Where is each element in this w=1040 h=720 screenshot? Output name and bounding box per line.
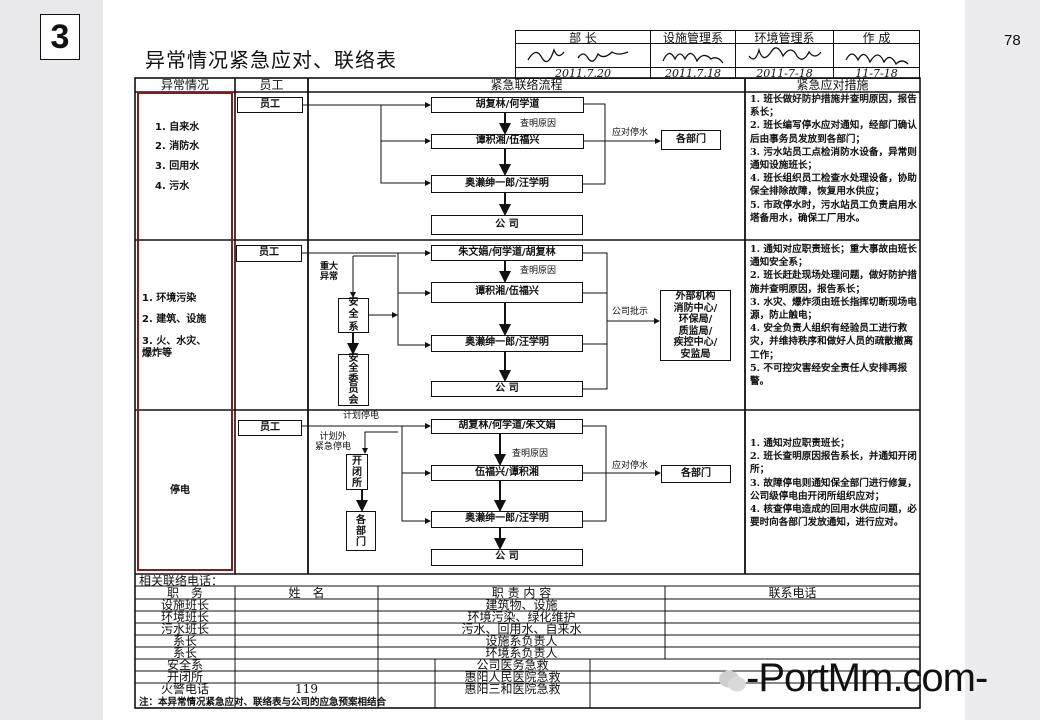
category-item: 停电: [170, 485, 190, 496]
table-border: [134, 77, 921, 709]
contact-duty: 设施系负责人: [485, 634, 558, 648]
contact-role: 系长: [172, 646, 197, 660]
col-header-situation: 异常情况: [160, 78, 209, 92]
category-item: 2. 建筑、设施: [142, 314, 207, 325]
category-item: 3. 回用水: [155, 161, 200, 172]
contact-role: 安全系: [166, 658, 203, 672]
flow-label: 计划外 紧急停电: [315, 432, 352, 453]
arrow: [397, 253, 431, 348]
measures-text: 1. 通知对应职责班长； 2. 班长查明原因报告系长，并通知开闭所； 3. 故障…: [750, 438, 917, 529]
contact-duty: 惠阳三和医院急救: [464, 682, 561, 696]
highlight-frame: [137, 92, 233, 571]
page-margin-left: [0, 0, 103, 720]
contact-duty: 环境系负责人: [485, 646, 558, 660]
category-item: 1. 环境污染: [142, 293, 197, 304]
contact-duty: 环境污染、绿化维护: [467, 610, 576, 624]
flow-box: 胡复林/何学道/朱文娟: [431, 419, 583, 434]
contacts-header: 联系电话: [768, 586, 817, 600]
safety-committee-box: 安 全 委 员 会: [338, 353, 369, 406]
target-box: 各部门: [661, 465, 731, 483]
arrow: [583, 252, 659, 390]
safety-dept-box: 安 全 系: [338, 297, 369, 333]
contacts-title: 相关联络电话：: [139, 574, 224, 588]
contact-role: 开闭所: [166, 670, 203, 684]
contacts-header: 职 务: [166, 586, 203, 600]
flow-label: 查明原因: [520, 266, 557, 276]
flow-box: 奥濑绅一郎/汪学明: [431, 335, 583, 352]
switch-room-box: 开 闭 所: [346, 454, 368, 490]
flow-box: 朱文娟/何学道/胡复林: [431, 245, 583, 261]
category-item: 1. 自来水: [155, 122, 200, 133]
target-box: 各部门: [661, 130, 721, 150]
flow-label: 计划停电: [343, 411, 380, 421]
contact-duty: 建筑物、设施: [485, 598, 558, 612]
external-agencies-box: 外部机构 消防中心/ 环保局/ 质监局/ 疾控中心/ 安监局: [660, 290, 731, 361]
flow-box: 奥濑绅一郎/汪学明: [431, 511, 583, 528]
flow-box-company: 公 司: [431, 381, 583, 397]
category-item: 2. 消防水: [155, 141, 200, 152]
contact-role: 火警电话: [160, 682, 209, 696]
measures-text: 1. 班长做好防护措施并查明原因，报告系长； 2. 班长编写停水应对通知，经部门…: [750, 94, 917, 224]
col-header-measures: 紧急应对措施: [796, 78, 869, 92]
category-item: 4. 污水: [155, 181, 190, 192]
arrow: [380, 105, 431, 186]
contact-role: 设施班长: [160, 598, 209, 612]
watermark: -PortMm.com-: [746, 656, 988, 700]
contact-role: 系长: [172, 634, 197, 648]
flow-box: 谭积湘/伍福兴: [431, 282, 583, 303]
contact-duty: 公司医务急救: [476, 658, 549, 672]
flow-label: 公司批示: [612, 307, 649, 317]
col-header-flow: 紧急联络流程: [490, 78, 563, 92]
flow-label: 查明原因: [520, 119, 557, 129]
page-number: 78: [1004, 32, 1021, 49]
contacts-header: 姓 名: [288, 586, 325, 600]
footnote: 注：本异常情况紧急应对、联络表与公司的应急预案相结合: [139, 697, 387, 708]
handwritten-signature: [844, 52, 908, 65]
flow-label: 查明原因: [512, 449, 549, 459]
wechat-icon: [719, 670, 746, 692]
arrow: [583, 425, 660, 522]
arrow: [362, 431, 398, 454]
staff-box: 员工: [236, 245, 302, 262]
flow-label: 应对停水: [612, 128, 649, 138]
contact-name: 119: [295, 682, 318, 696]
flow-box: 谭积湘/伍福兴: [431, 134, 584, 149]
staff-box: 员工: [238, 420, 302, 436]
staff-box: 员工: [237, 97, 303, 113]
flow-label: 重大 异常: [320, 262, 339, 283]
contacts-header: 职 责 内 容: [491, 586, 552, 600]
category-item: 3. 火、水灾、 爆炸等: [142, 336, 207, 359]
handwritten-signature: [747, 46, 822, 60]
handwritten-signature: [527, 47, 629, 62]
flow-box: 伍福兴/谭积湘: [431, 465, 583, 481]
contact-duty: 污水、回用水、自来水: [461, 622, 582, 636]
arrow: [401, 426, 431, 524]
page-margin-right: [965, 0, 1040, 720]
departments-box: 各 部 门: [346, 511, 376, 551]
contact-duty: 惠阳人民医院急救: [464, 670, 561, 684]
contact-role: 污水班长: [160, 622, 209, 636]
measures-text: 1. 通知对应职责班长；重大事故由班长通知安全系； 2. 班长赶赴现场处理问题，…: [750, 244, 917, 388]
slide-number: 3: [40, 14, 80, 60]
flow-box-company: 公 司: [431, 549, 583, 566]
handwritten-signature: [662, 52, 724, 63]
connector-line: [582, 103, 660, 185]
flow-box: 胡复林/何学道: [431, 97, 584, 113]
document-title: 异常情况紧急应对、联络表: [145, 48, 397, 72]
contact-role: 环境班长: [160, 610, 209, 624]
flow-label: 应对停水: [612, 461, 649, 471]
flow-box-company: 公 司: [431, 215, 583, 235]
arrow: [353, 255, 396, 297]
col-header-staff: 员工: [259, 78, 284, 92]
flow-box: 奥濑绅一郎/汪学明: [431, 175, 583, 193]
